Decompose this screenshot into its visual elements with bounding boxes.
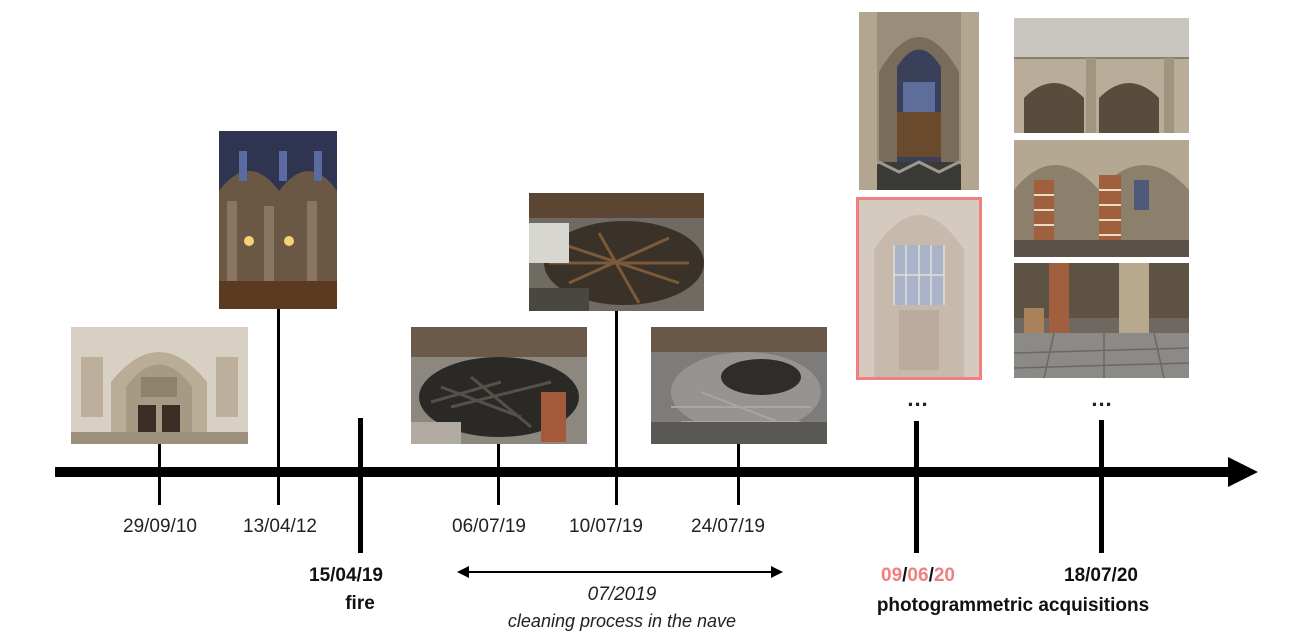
date-09-06-20: 09/06/20 bbox=[881, 565, 955, 587]
photo-debris-1 bbox=[411, 327, 587, 444]
photo-debris-2 bbox=[529, 193, 704, 311]
fire-label: fire bbox=[345, 593, 375, 614]
date-part-year: 20 bbox=[933, 565, 955, 586]
cleaning-period: 07/2019 bbox=[587, 584, 657, 605]
photo-transept-highlighted bbox=[856, 197, 982, 380]
date-10-07-19: 10/07/19 bbox=[569, 516, 643, 537]
photo-nave-interior bbox=[219, 131, 337, 309]
date-13-04-12: 13/04/12 bbox=[243, 516, 317, 537]
tick-29-09-10 bbox=[158, 443, 161, 505]
tick-18-07-20 bbox=[1099, 420, 1104, 553]
tick-06-07-19 bbox=[497, 443, 500, 505]
ellipsis-2020-06: ... bbox=[907, 386, 929, 411]
date-sep-1: / bbox=[902, 565, 908, 586]
tick-fire bbox=[358, 418, 363, 553]
photo-nave-pillars bbox=[1014, 140, 1189, 257]
tick-24-07-19 bbox=[737, 443, 740, 505]
photo-debris-3 bbox=[651, 327, 827, 444]
tick-09-06-20 bbox=[914, 421, 919, 553]
photo-nave-arcade bbox=[1014, 18, 1189, 133]
date-24-07-19: 24/07/19 bbox=[691, 516, 765, 537]
date-29-09-10: 29/09/10 bbox=[123, 516, 197, 537]
tick-10-07-19 bbox=[615, 310, 618, 505]
date-fire: 15/04/19 bbox=[309, 565, 383, 586]
date-06-07-19: 06/07/19 bbox=[452, 516, 526, 537]
date-18-07-20: 18/07/20 bbox=[1064, 565, 1138, 586]
photo-facade-portal bbox=[71, 327, 248, 444]
date-part-month: 06 bbox=[907, 565, 929, 586]
photo-transept-1 bbox=[859, 12, 979, 190]
cleaning-span-arrow bbox=[457, 566, 783, 578]
photo-nave-floor bbox=[1014, 263, 1189, 378]
ellipsis-2020-07: ... bbox=[1091, 386, 1113, 411]
timeline-axis bbox=[55, 467, 1245, 477]
timeline-arrowhead bbox=[1228, 457, 1258, 487]
cleaning-caption: cleaning process in the nave bbox=[507, 611, 737, 631]
acquisitions-label: photogrammetric acquisitions bbox=[876, 595, 1150, 616]
date-sep-2: / bbox=[928, 565, 934, 586]
tick-13-04-12 bbox=[277, 307, 280, 505]
date-part-day: 09 bbox=[881, 565, 903, 586]
